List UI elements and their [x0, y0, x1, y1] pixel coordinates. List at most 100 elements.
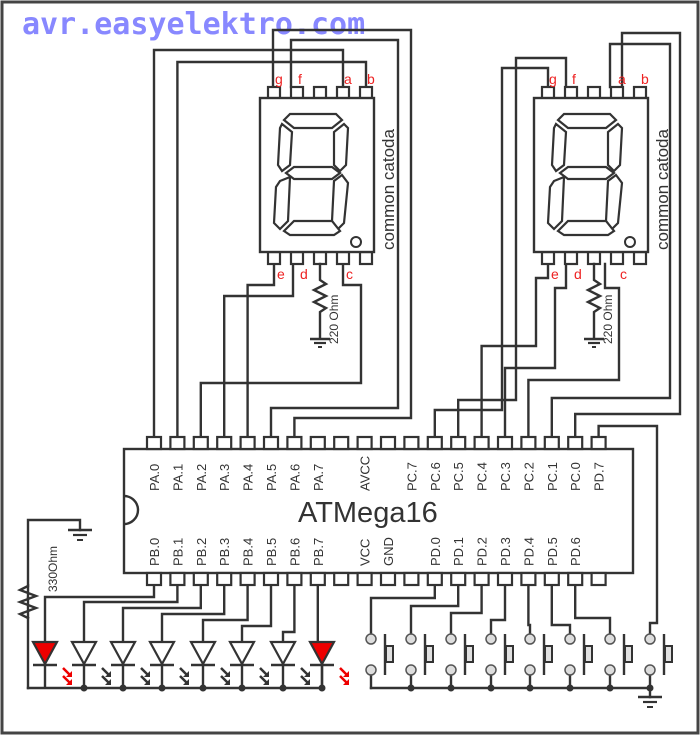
display-pin-bottom [586, 250, 602, 266]
wire-pa5-f [269, 38, 400, 439]
chip-pin-bottom [590, 571, 607, 587]
arrow-head [144, 679, 150, 685]
led-7 [308, 640, 336, 667]
wire-pb0-led [43, 583, 156, 642]
chip-pin-bottom [403, 571, 420, 587]
junction-dot [158, 684, 166, 692]
button-contact [365, 664, 377, 676]
arrow-head [263, 679, 269, 685]
pin-label-pc-2: PC.2 [521, 462, 536, 491]
display-type-label: common catoda [653, 129, 672, 250]
junction-dot [199, 684, 207, 692]
segment-label-e: e [277, 266, 285, 282]
pushbutton-4 [544, 645, 553, 663]
pushbutton-5 [584, 645, 593, 663]
pin-label-pc-1: PC.1 [545, 462, 560, 491]
chip-pin-top [286, 435, 303, 451]
resistor-label: 220 Ohm [601, 295, 615, 344]
display-pin-bottom [563, 250, 579, 266]
chip-pin-top [333, 435, 350, 451]
segment-label-f: f [572, 71, 576, 87]
led-6 [269, 640, 297, 667]
segment-d [556, 219, 616, 237]
pin-label-avcc: AVCC [358, 456, 373, 491]
pin-label-pb-3: PB.3 [217, 538, 232, 566]
arrow-head [304, 679, 310, 685]
button-contact [564, 633, 576, 645]
pushbutton-6 [624, 645, 633, 663]
wire-pa0-a [152, 48, 345, 439]
pin-label-pb-0: PB.0 [147, 538, 162, 566]
pushbutton-7 [664, 645, 673, 663]
button-contact [405, 633, 417, 645]
wire-pd5-button [550, 583, 572, 636]
decimal-point [350, 236, 362, 248]
wire-pc1-a [550, 42, 672, 439]
arrow-head [66, 671, 72, 677]
chip-pin-top [567, 435, 584, 451]
chip-pin-top [590, 435, 607, 451]
chip-pin-bottom [473, 571, 490, 587]
display-pin-bottom [358, 250, 374, 266]
chip-pin-bottom [379, 571, 397, 587]
pin-label-vcc: VCC [358, 539, 373, 566]
junction-dot [526, 684, 534, 692]
resistor-220 [311, 262, 329, 340]
segment-b [606, 122, 624, 173]
button-contact [524, 633, 536, 645]
pin-label-pd-0: PD.0 [428, 537, 443, 566]
arrow-head [263, 671, 269, 677]
pin-label-pc-6: PC.6 [428, 462, 443, 491]
pin-label-pc-3: PC.3 [498, 462, 513, 491]
display-pin-bottom [312, 250, 328, 266]
junction-dot [487, 684, 495, 692]
button-contact [445, 633, 457, 645]
resistor-label: 220 Ohm [327, 295, 341, 344]
pin-label-pb-4: PB.4 [241, 538, 256, 566]
chip-pin-bottom [192, 571, 209, 587]
segment-label-e: e [551, 266, 559, 282]
pin-label-pa-1: PA.1 [170, 464, 185, 491]
wire-pd4-button [527, 583, 532, 636]
chip-pin-bottom [496, 571, 514, 587]
segment-label-d: d [574, 266, 582, 282]
junction-dot [447, 684, 455, 692]
segment-a [282, 112, 344, 130]
segment-label-c: c [620, 266, 627, 282]
chip-pin-bottom [567, 571, 584, 587]
wire-pc6-g [433, 66, 550, 439]
button-contact [604, 633, 616, 645]
chip-pin-bottom [333, 571, 350, 587]
arrow-head [105, 671, 111, 677]
led-5 [228, 640, 256, 667]
led-common-bus [26, 663, 324, 690]
segment-f [550, 122, 568, 173]
wire-resistor-ground [26, 518, 82, 588]
junction-dot [80, 684, 88, 692]
chip-pin-bottom [520, 571, 537, 587]
junction-dot [279, 684, 287, 692]
pin-label-pa-7: PA.7 [311, 464, 326, 491]
button-contact [564, 664, 576, 676]
junction-dot [566, 684, 574, 692]
segment-e [546, 175, 566, 231]
chip-pin-bottom [239, 571, 256, 587]
wire-pd6-button [574, 583, 612, 636]
button-contact [365, 633, 377, 645]
segment-label-c: c [346, 266, 353, 282]
button-contact [485, 664, 497, 676]
chip-pin-top [309, 435, 326, 451]
chip-pin-bottom [169, 571, 186, 587]
button-array [365, 633, 673, 708]
chip-pin-top [192, 435, 209, 451]
display-pin-bottom [540, 250, 556, 266]
segment-label-g: g [549, 71, 557, 87]
arrow-head [343, 671, 349, 677]
pin-label-pd-7: PD.7 [592, 462, 607, 491]
pin-label-pb-6: PB.6 [287, 538, 302, 566]
pin-label-pd-5: PD.5 [545, 537, 560, 566]
resistor-220 [585, 262, 603, 340]
